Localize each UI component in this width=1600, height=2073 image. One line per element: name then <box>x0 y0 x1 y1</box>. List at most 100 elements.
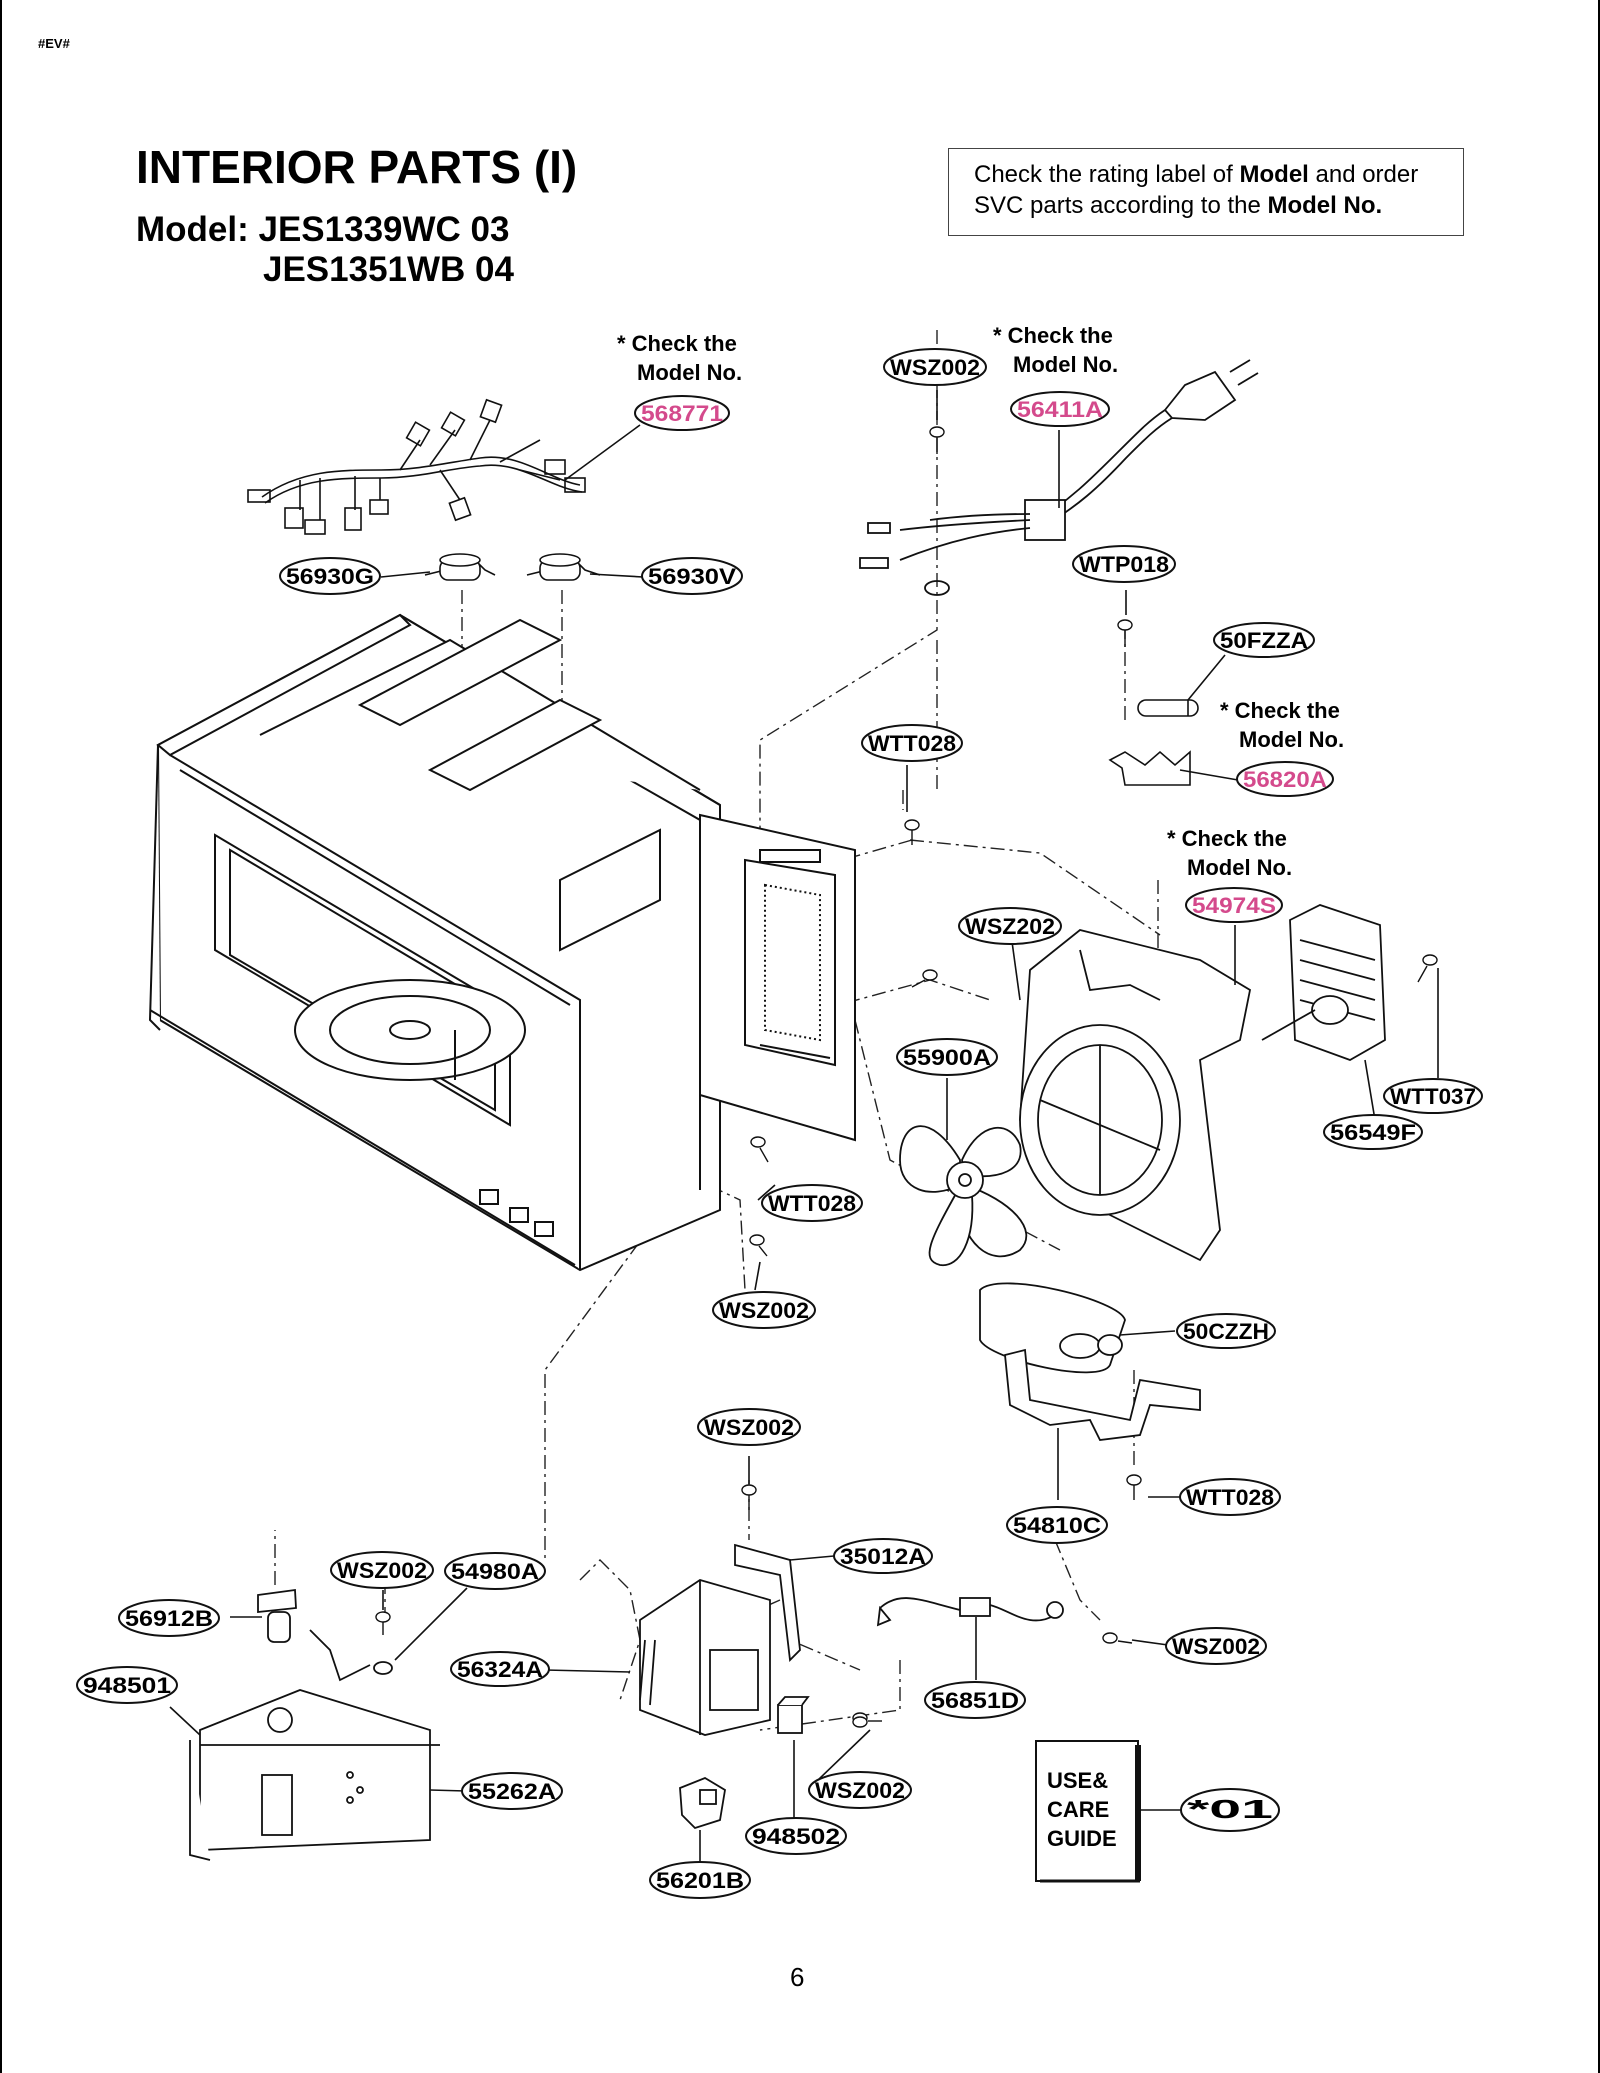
side-panel <box>699 813 856 1142</box>
callout-948501: 948501 <box>76 1666 178 1704</box>
callout-56851d: 56851D <box>924 1681 1026 1719</box>
callout-ellipse <box>958 907 1062 945</box>
callout-ellipse <box>712 1291 816 1329</box>
notice-text-3: SVC parts according to the <box>974 192 1268 219</box>
callout-wsz002: WSZ002 <box>808 1771 912 1809</box>
callout-text: WSZ202 <box>965 914 1055 939</box>
callout-text: 56411A <box>1017 397 1103 422</box>
callout-ellipse <box>697 1408 801 1446</box>
callout-56201b: 56201B <box>649 1861 751 1899</box>
callout-text: 56201B <box>656 1868 744 1893</box>
note-56411a-line2: Model No. <box>1013 352 1118 377</box>
callout-text: WTT028 <box>1186 1485 1274 1510</box>
callout-ellipse <box>1383 1078 1483 1114</box>
callout-ellipse <box>896 1038 998 1076</box>
callout-text: 54974S <box>1192 893 1276 918</box>
callout-ellipse <box>1179 1478 1281 1516</box>
notice-text-2: and order <box>1308 161 1419 188</box>
callout-ellipse <box>745 1817 847 1855</box>
callout-ellipse <box>461 1772 563 1810</box>
callout-ellipse <box>1236 761 1334 797</box>
callout-ellipse <box>833 1538 933 1574</box>
model-line-1: Model: JES1339WC 03 <box>136 210 510 249</box>
callout-text: 54980A <box>451 1559 539 1584</box>
callout-ellipse <box>1180 1788 1280 1832</box>
callout-ellipse <box>118 1599 220 1637</box>
check-notes: * Check the Model No. * Check the Model … <box>617 323 1344 880</box>
callout-ellipse <box>1323 1114 1423 1150</box>
callout-text: 948501 <box>83 1673 171 1698</box>
callout-50fzza: 50FZZA <box>1213 622 1315 658</box>
callout-wtt028: WTT028 <box>861 724 963 762</box>
callout-text: 56930V <box>648 564 736 589</box>
callout-text: *01 <box>1187 1794 1273 1824</box>
callout-text: 56549F <box>1330 1120 1416 1145</box>
callout-wsz002: WSZ002 <box>330 1551 434 1589</box>
thermostat-56930g-icon <box>424 553 496 581</box>
callout-ellipse <box>444 1552 546 1590</box>
callout-ellipse <box>1165 1627 1267 1665</box>
callout-ellipse <box>1176 1313 1276 1349</box>
fan-duct <box>1019 929 1252 1262</box>
callout-56930g: 56930G <box>279 557 381 595</box>
callout-text: WTT028 <box>868 731 956 756</box>
fuse-holder-icon <box>1108 750 1191 786</box>
callout-ellipse <box>883 348 987 386</box>
callout-text: 56930G <box>286 564 374 589</box>
callout-text: WSZ002 <box>890 355 980 380</box>
page-title: INTERIOR PARTS (I) <box>136 141 578 193</box>
callout-ellipse <box>1072 545 1176 583</box>
callout-948502: 948502 <box>745 1817 847 1855</box>
callout-56549f: 56549F <box>1323 1114 1423 1150</box>
callout-text: WSZ002 <box>704 1415 794 1440</box>
oven-cavity-chassis <box>148 613 721 1272</box>
callout-ellipse <box>1185 887 1283 923</box>
callout-wtt028: WTT028 <box>761 1184 863 1222</box>
callout-ellipse <box>279 557 381 595</box>
callout-54974s: 54974S <box>1185 887 1283 923</box>
hv-transformer-icon <box>639 1579 771 1736</box>
notice-text-1: Check the rating label of <box>974 161 1240 188</box>
note-56820a-line2: Model No. <box>1239 727 1344 752</box>
callout-ellipse <box>634 395 730 431</box>
callout-wsz002: WSZ002 <box>1165 1627 1267 1665</box>
callout-text: 948502 <box>752 1824 840 1849</box>
wire-harness <box>247 398 586 535</box>
callout-text: 56324A <box>457 1657 543 1682</box>
callout-wsz202: WSZ202 <box>958 907 1062 945</box>
callout-ellipse <box>861 724 963 762</box>
model-line-2: JES1351WB 04 <box>263 250 514 289</box>
lamp-icon <box>257 1588 297 1643</box>
use-care-guide-booklet: USE& CARE GUIDE <box>1035 1740 1141 1883</box>
guide-line-3: GUIDE <box>1047 1826 1117 1851</box>
note-54974s-line2: Model No. <box>1187 855 1292 880</box>
callout-ellipse <box>76 1666 178 1704</box>
page-number: 6 <box>790 1962 805 1992</box>
callout-wtp018: WTP018 <box>1072 545 1176 583</box>
note-568771-line1: * Check the <box>617 331 737 356</box>
callout-56411a: 56411A <box>1010 391 1110 427</box>
capacitor-bracket-icon <box>1004 1348 1201 1441</box>
note-56411a-line1: * Check the <box>993 323 1113 348</box>
callout-text: 56820A <box>1243 767 1327 792</box>
callout-wsz002: WSZ002 <box>712 1291 816 1329</box>
notice-bold-1: Model <box>1239 161 1309 188</box>
notice-box: Check the rating label of Model and orde… <box>948 148 1464 236</box>
fuse-icon <box>1137 699 1199 717</box>
fan-blade-icon <box>899 1125 1028 1266</box>
note-568771-line2: Model No. <box>637 360 742 385</box>
callout-text: 55262A <box>468 1779 556 1804</box>
callout-text: WSZ002 <box>719 1298 809 1323</box>
callout-text: 50CZZH <box>1183 1319 1269 1344</box>
callout-text: 35012A <box>840 1544 926 1569</box>
capacitor-icon <box>979 1282 1126 1374</box>
callout-wtt028: WTT028 <box>1179 1478 1281 1516</box>
thermostat-56930v-icon <box>526 553 601 581</box>
lamp-wire-icon <box>309 1629 393 1682</box>
guide-line-2: CARE <box>1047 1797 1109 1822</box>
callout-ellipse <box>761 1184 863 1222</box>
guide-line-1: USE& <box>1047 1768 1108 1793</box>
callout-text: 54810C <box>1013 1513 1101 1538</box>
